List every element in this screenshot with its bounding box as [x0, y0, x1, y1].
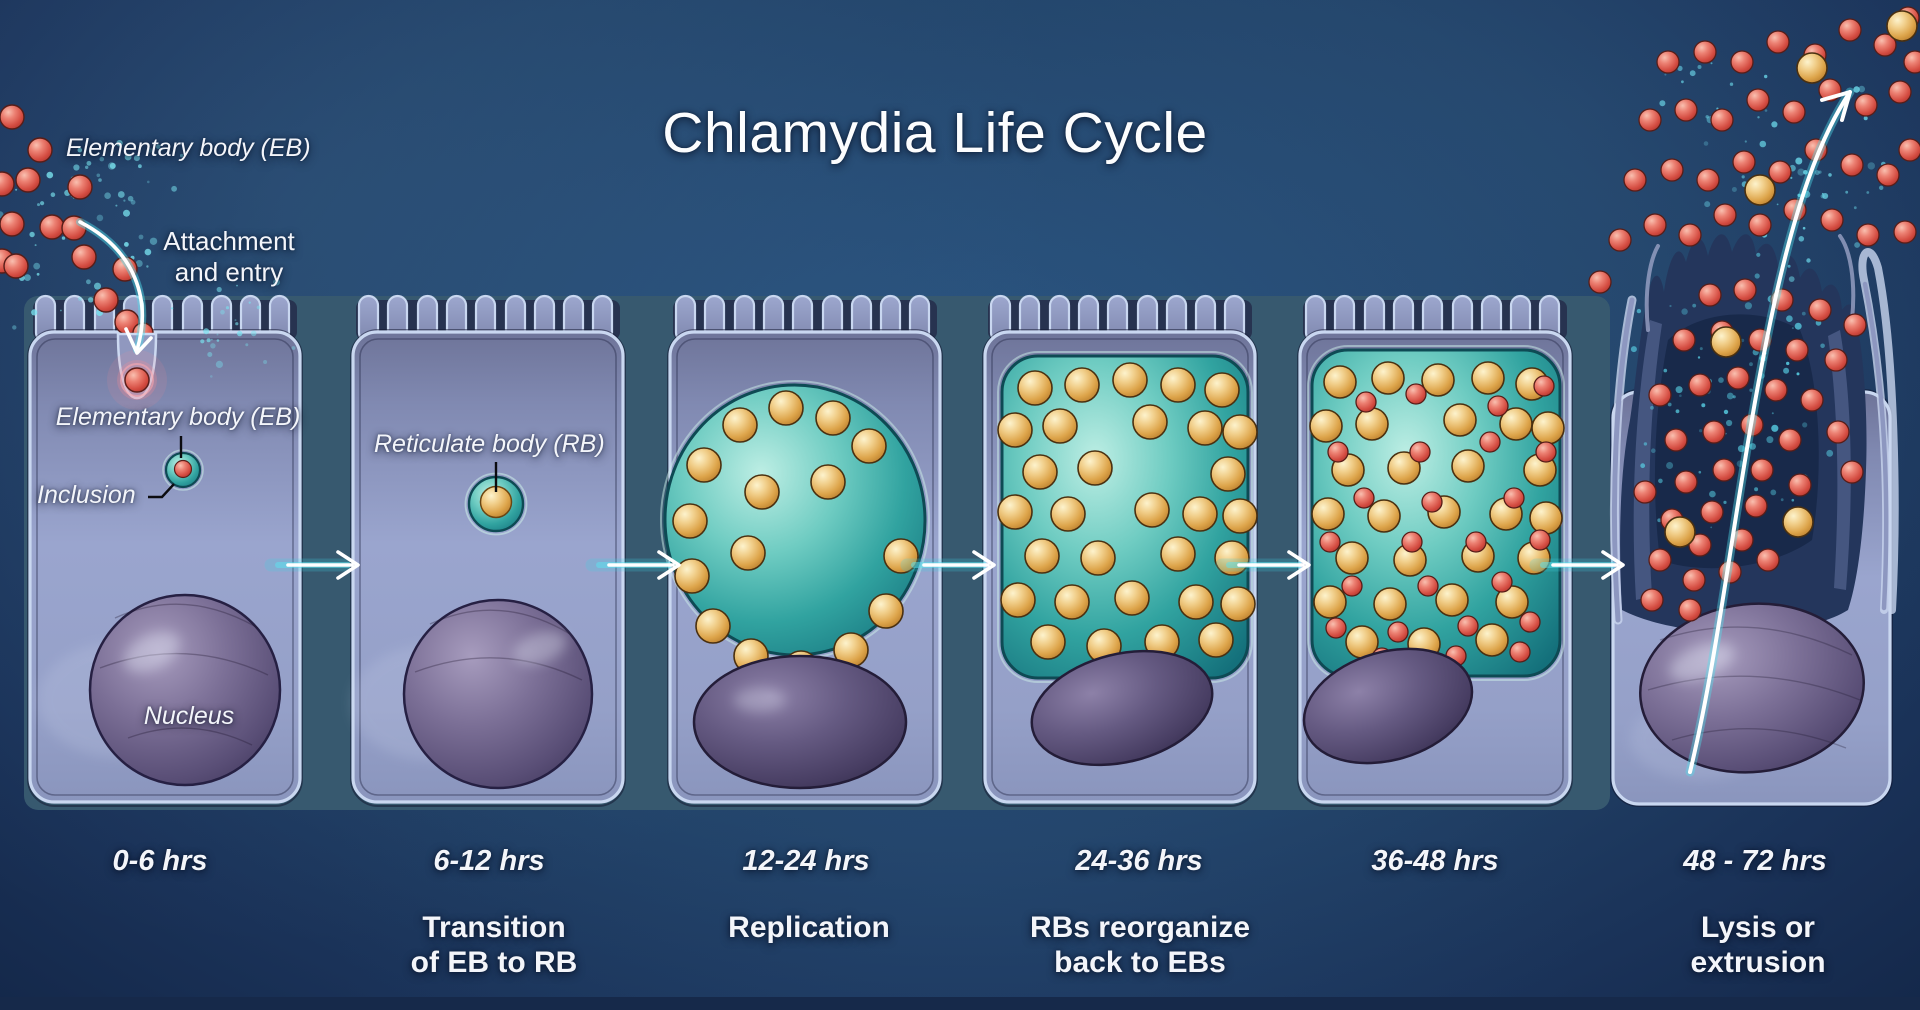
escaping-ebs: [1588, 6, 1920, 622]
label-reticulate-body: Reticulate body (RB): [374, 430, 605, 458]
nucleus-cell3: [692, 654, 908, 790]
page-title: Chlamydia Life Cycle: [662, 101, 1208, 165]
nucleus-cell4: [1030, 649, 1214, 767]
stage-5-time: 36-48 hrs: [1371, 845, 1499, 877]
incoming-ebs: [0, 104, 154, 344]
entering-eb: [124, 367, 150, 393]
stage-6-desc: Lysis or extrusion: [1690, 911, 1826, 979]
eb-spheres-mixed: [1319, 375, 1557, 669]
eb-attack: [0, 104, 296, 410]
entry-arrow: [78, 220, 144, 352]
stage-3-desc: Replication: [728, 911, 890, 944]
stage-4-time: 24-36 hrs: [1075, 845, 1203, 877]
lysed-cell-contents: [1588, 6, 1920, 777]
bottom-edge: [0, 997, 1920, 1010]
label-elementary-body-top: Elementary body (EB): [66, 134, 311, 162]
stage-3-time: 12-24 hrs: [742, 845, 870, 877]
elementary-body: [173, 459, 193, 479]
nucleus-cell5: [1302, 647, 1474, 765]
stage-2-desc: Transition of EB to RB: [410, 911, 578, 979]
stage-arrows: [264, 550, 1625, 580]
nucleus-cell6: [1639, 602, 1865, 774]
label-inclusion: Inclusion: [37, 481, 136, 509]
nucleus-cell1: [88, 593, 282, 787]
escaping-rbs: [1664, 10, 1918, 548]
rb-spheres-full: [997, 362, 1258, 664]
label-nucleus: Nucleus: [143, 702, 235, 730]
label-attachment-and-entry: Attachment and entry: [163, 226, 295, 287]
label-connectors: [148, 436, 498, 499]
nucleus-cell2: [402, 598, 594, 790]
rb-spheres-mixed: [1309, 361, 1565, 661]
label-elementary-body-inside: Elementary body (EB): [55, 403, 301, 431]
stage-1-time: 0-6 hrs: [112, 845, 208, 877]
stage-6-time: 48 - 72 hrs: [1683, 845, 1827, 877]
stage-4-desc: RBs reorganize back to EBs: [1029, 911, 1251, 979]
rb-spheres-replication: [672, 390, 919, 686]
stage-2-time: 6-12 hrs: [433, 845, 545, 877]
nuclei: [88, 593, 1474, 790]
lysis-arrow: [1688, 90, 1852, 774]
